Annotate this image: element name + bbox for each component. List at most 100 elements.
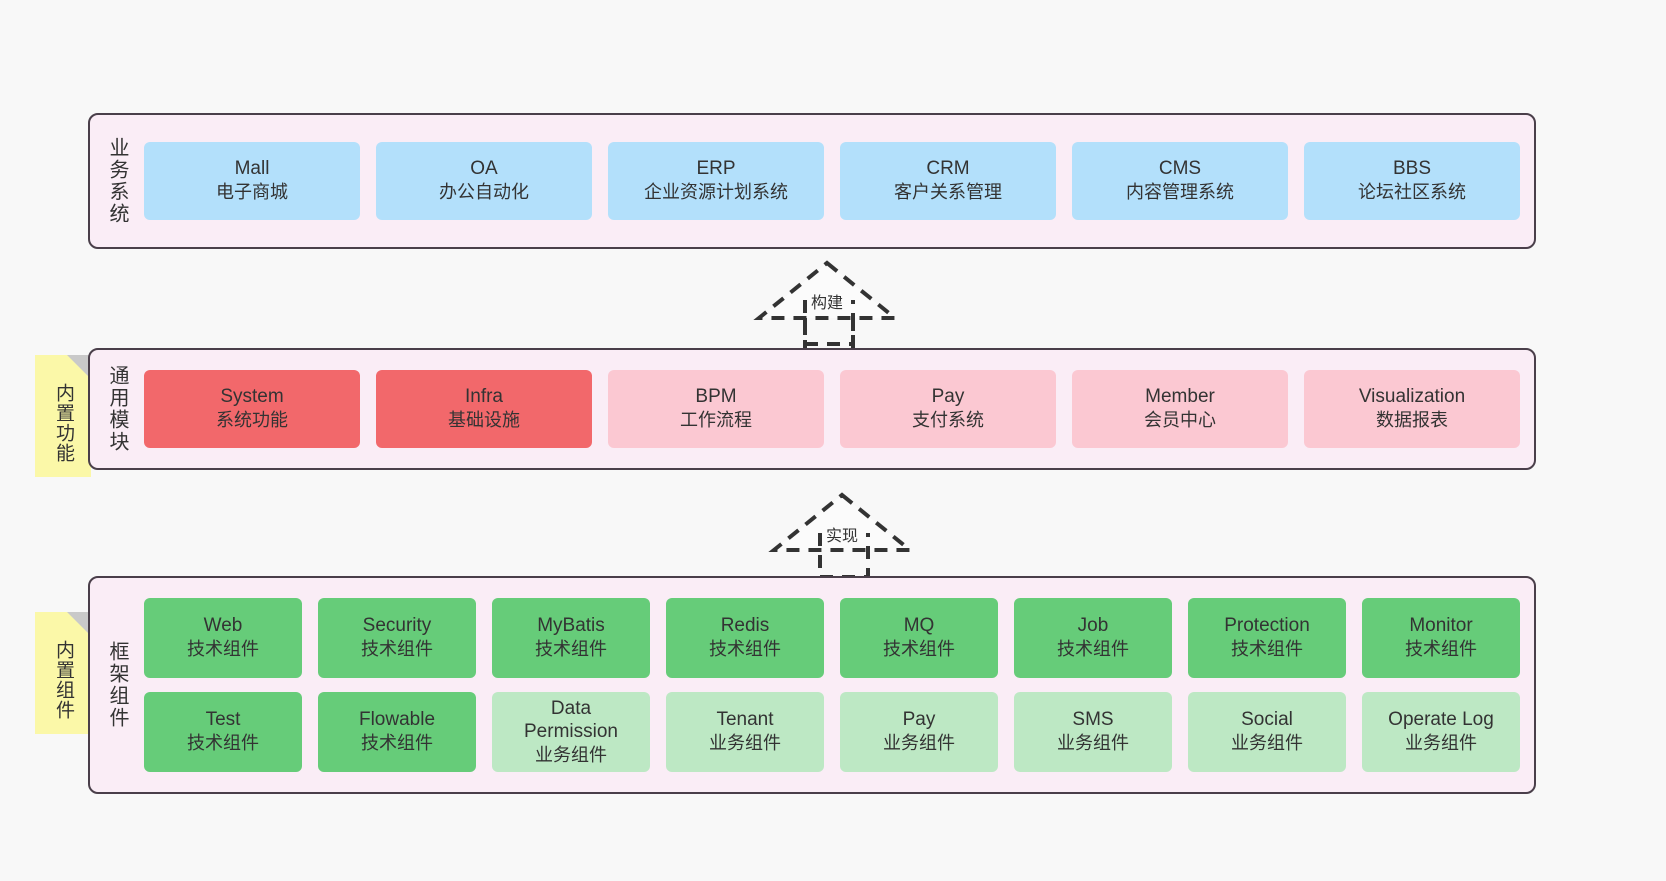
card-pay-component[interactable]: Pay 业务组件 xyxy=(840,692,998,772)
card-title: Data Permission xyxy=(524,697,618,742)
card-row-tech: Web 技术组件 Security 技术组件 MyBatis 技术组件 Redi… xyxy=(144,598,1520,678)
card-erp[interactable]: ERP 企业资源计划系统 xyxy=(608,142,824,220)
card-subtitle: 客户关系管理 xyxy=(894,182,1002,203)
card-bbs[interactable]: BBS 论坛社区系统 xyxy=(1304,142,1520,220)
card-title: Visualization xyxy=(1358,386,1466,408)
card-subtitle: 业务组件 xyxy=(535,744,607,765)
card-subtitle: 技术组件 xyxy=(535,639,607,660)
card-subtitle: 电子商城 xyxy=(216,182,288,203)
card-subtitle: 数据报表 xyxy=(1376,410,1448,431)
card-subtitle: 技术组件 xyxy=(709,639,781,660)
card-subtitle: 业务组件 xyxy=(883,733,955,754)
card-subtitle: 业务组件 xyxy=(1231,733,1303,754)
connector-build-label: 构建 xyxy=(811,295,844,312)
card-title: Tenant xyxy=(716,709,774,731)
card-subtitle: 技术组件 xyxy=(883,639,955,660)
card-subtitle: 业务组件 xyxy=(709,733,781,754)
layer-framework-component: 框架组件 Web 技术组件 Security 技术组件 MyBatis 技术组件… xyxy=(88,576,1536,794)
layer-body-business: Mall 电子商城 OA 办公自动化 ERP 企业资源计划系统 CRM 客户关系… xyxy=(138,115,1534,247)
card-row-business: Test 技术组件 Flowable 技术组件 Data Permission … xyxy=(144,692,1520,772)
card-security[interactable]: Security 技术组件 xyxy=(318,598,476,678)
card-title: MyBatis xyxy=(537,615,605,637)
card-title: Monitor xyxy=(1409,615,1473,637)
card-subtitle: 企业资源计划系统 xyxy=(644,182,788,203)
card-subtitle: 论坛社区系统 xyxy=(1358,182,1466,203)
card-subtitle: 技术组件 xyxy=(1231,639,1303,660)
card-subtitle: 支付系统 xyxy=(912,410,984,431)
sticky-note-builtin-feature: 内置功能 xyxy=(35,355,91,477)
card-redis[interactable]: Redis 技术组件 xyxy=(666,598,824,678)
card-title: CMS xyxy=(1158,158,1202,180)
card-mall[interactable]: Mall 电子商城 xyxy=(144,142,360,220)
layer-common-module: 通用模块 System 系统功能 Infra 基础设施 BPM 工作流程 Pay xyxy=(88,348,1536,470)
card-title: Web xyxy=(203,615,243,637)
card-subtitle: 技术组件 xyxy=(361,639,433,660)
card-tenant[interactable]: Tenant 业务组件 xyxy=(666,692,824,772)
card-infra[interactable]: Infra 基础设施 xyxy=(376,370,592,448)
card-member[interactable]: Member 会员中心 xyxy=(1072,370,1288,448)
card-row: System 系统功能 Infra 基础设施 BPM 工作流程 Pay 支付系统… xyxy=(144,370,1520,448)
card-cms[interactable]: CMS 内容管理系统 xyxy=(1072,142,1288,220)
layer-body-common: System 系统功能 Infra 基础设施 BPM 工作流程 Pay 支付系统… xyxy=(138,350,1534,468)
card-crm[interactable]: CRM 客户关系管理 xyxy=(840,142,1056,220)
card-title: System xyxy=(220,386,284,408)
card-title: Infra xyxy=(464,386,504,408)
card-subtitle: 技术组件 xyxy=(1405,639,1477,660)
card-subtitle: 会员中心 xyxy=(1144,410,1216,431)
card-title: Job xyxy=(1077,615,1109,637)
layer-business-system: 业务系统 Mall 电子商城 OA 办公自动化 ERP 企业资源计划系统 CRM xyxy=(88,113,1536,249)
card-subtitle: 工作流程 xyxy=(680,410,752,431)
card-visualization[interactable]: Visualization 数据报表 xyxy=(1304,370,1520,448)
card-title: Pay xyxy=(902,709,936,731)
card-title: BBS xyxy=(1392,158,1432,180)
card-title: Test xyxy=(205,709,241,731)
sticky-note-builtin-component: 内置组件 xyxy=(35,612,91,734)
sticky-note-label: 内置功能 xyxy=(52,383,74,463)
card-title: Protection xyxy=(1224,615,1310,637)
layer-body-framework: Web 技术组件 Security 技术组件 MyBatis 技术组件 Redi… xyxy=(138,578,1534,792)
card-subtitle: 办公自动化 xyxy=(439,182,529,203)
card-title: SMS xyxy=(1072,709,1114,731)
card-subtitle: 技术组件 xyxy=(187,733,259,754)
connector-implement-label: 实现 xyxy=(826,528,859,545)
card-title: BPM xyxy=(695,386,737,408)
card-subtitle: 技术组件 xyxy=(361,733,433,754)
layer-title-framework: 框架组件 xyxy=(106,641,128,729)
card-title: Social xyxy=(1241,709,1293,731)
card-test[interactable]: Test 技术组件 xyxy=(144,692,302,772)
layer-title-common: 通用模块 xyxy=(106,365,128,453)
card-title: Redis xyxy=(720,615,770,637)
card-subtitle: 技术组件 xyxy=(1057,639,1129,660)
sticky-note-label: 内置组件 xyxy=(52,640,74,720)
card-pay[interactable]: Pay 支付系统 xyxy=(840,370,1056,448)
card-title: CRM xyxy=(926,158,970,180)
card-title: Operate Log xyxy=(1388,709,1494,731)
card-data-permission[interactable]: Data Permission 业务组件 xyxy=(492,692,650,772)
card-mq[interactable]: MQ 技术组件 xyxy=(840,598,998,678)
card-title: MQ xyxy=(903,615,935,637)
card-operate-log[interactable]: Operate Log 业务组件 xyxy=(1362,692,1520,772)
card-subtitle: 系统功能 xyxy=(216,410,288,431)
card-title: Member xyxy=(1145,386,1215,408)
card-flowable[interactable]: Flowable 技术组件 xyxy=(318,692,476,772)
card-row: Mall 电子商城 OA 办公自动化 ERP 企业资源计划系统 CRM 客户关系… xyxy=(144,142,1520,220)
card-bpm[interactable]: BPM 工作流程 xyxy=(608,370,824,448)
card-system[interactable]: System 系统功能 xyxy=(144,370,360,448)
card-monitor[interactable]: Monitor 技术组件 xyxy=(1362,598,1520,678)
card-sms[interactable]: SMS 业务组件 xyxy=(1014,692,1172,772)
card-subtitle: 业务组件 xyxy=(1405,733,1477,754)
card-protection[interactable]: Protection 技术组件 xyxy=(1188,598,1346,678)
card-web[interactable]: Web 技术组件 xyxy=(144,598,302,678)
card-subtitle: 基础设施 xyxy=(448,410,520,431)
card-title: Flowable xyxy=(358,709,436,731)
card-mybatis[interactable]: MyBatis 技术组件 xyxy=(492,598,650,678)
card-subtitle: 业务组件 xyxy=(1057,733,1129,754)
card-job[interactable]: Job 技术组件 xyxy=(1014,598,1172,678)
card-subtitle: 技术组件 xyxy=(187,639,259,660)
card-social[interactable]: Social 业务组件 xyxy=(1188,692,1346,772)
card-subtitle: 内容管理系统 xyxy=(1126,182,1234,203)
card-title: ERP xyxy=(696,158,736,180)
sticky-fold-corner xyxy=(67,612,91,636)
card-oa[interactable]: OA 办公自动化 xyxy=(376,142,592,220)
